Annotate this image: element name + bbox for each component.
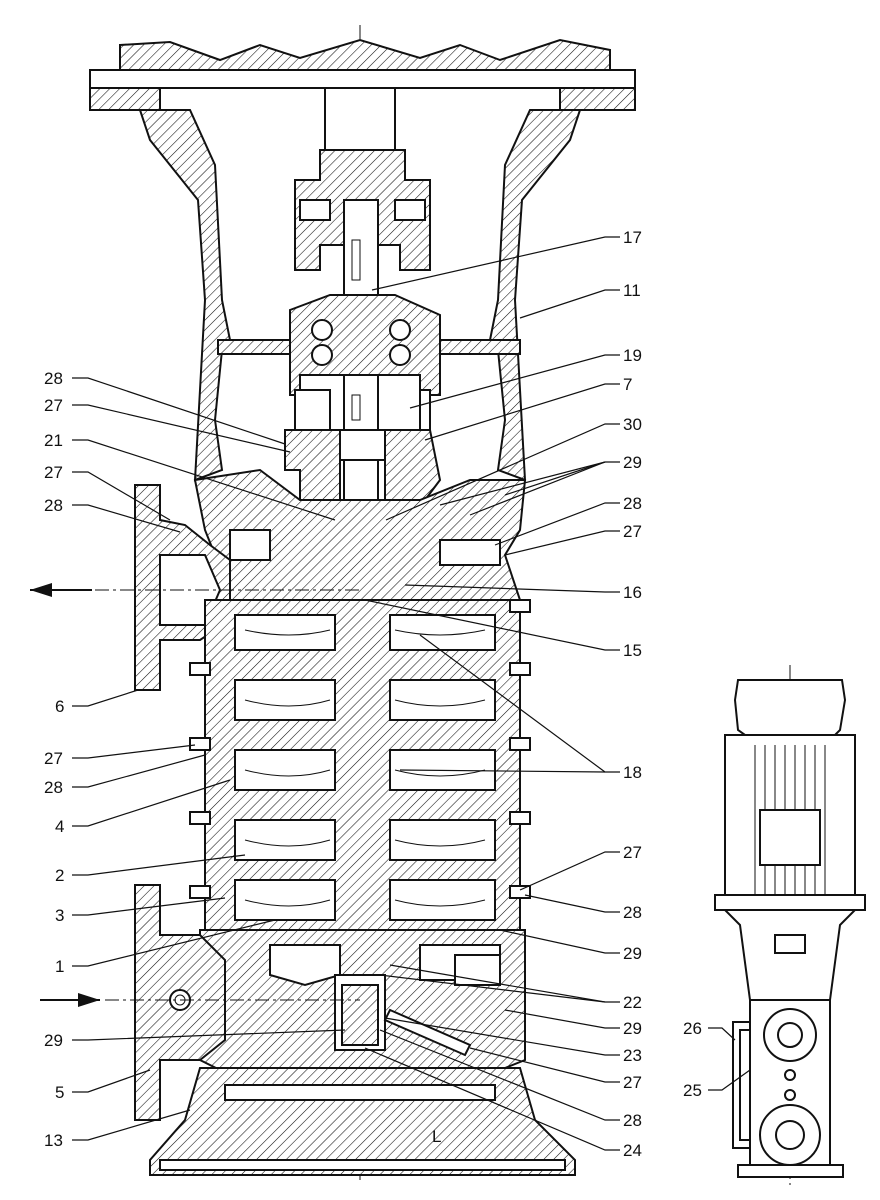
callout-27: 27 xyxy=(44,396,63,415)
side-bypass-pipe xyxy=(739,1029,750,1141)
side-view xyxy=(714,665,866,1185)
side-lantern xyxy=(722,909,858,1001)
callout-29: 29 xyxy=(623,944,642,963)
callout-21: 21 xyxy=(44,431,63,450)
callout-28: 28 xyxy=(623,1111,642,1130)
callout-2: 2 xyxy=(55,866,64,885)
callout-27: 27 xyxy=(44,463,63,482)
discharge-flow-arrow xyxy=(30,583,360,597)
callout-27: 27 xyxy=(623,1073,642,1092)
callout-29: 29 xyxy=(44,1031,63,1050)
callout-28: 28 xyxy=(623,903,642,922)
flange-plate xyxy=(89,69,636,89)
callout-30: 30 xyxy=(623,415,642,434)
callout-26: 26 xyxy=(683,1019,702,1038)
main-section-view: L xyxy=(30,25,636,1180)
side-base xyxy=(737,1164,844,1178)
callout-6: 6 xyxy=(55,697,64,716)
callout-3: 3 xyxy=(55,906,64,925)
callout-28: 28 xyxy=(44,369,63,388)
callout-27: 27 xyxy=(623,522,642,541)
callout-25: 25 xyxy=(683,1081,702,1100)
callout-7: 7 xyxy=(623,375,632,394)
callout-24: 24 xyxy=(623,1141,642,1160)
callout-29: 29 xyxy=(623,453,642,472)
callout-27: 27 xyxy=(44,749,63,768)
motor-stool-right-wall xyxy=(488,109,582,482)
callout-28: 28 xyxy=(44,778,63,797)
callout-11: 11 xyxy=(623,281,641,300)
callout-19: 19 xyxy=(623,346,642,365)
callout-29: 29 xyxy=(623,1019,642,1038)
callout-13: 13 xyxy=(44,1131,63,1150)
callout-4: 4 xyxy=(55,817,64,836)
callout-17: 17 xyxy=(623,228,642,247)
side-motor-flange xyxy=(714,894,866,911)
callout-5: 5 xyxy=(55,1083,64,1102)
motor-fan-cover xyxy=(733,679,847,736)
pump-stages xyxy=(189,599,531,941)
suction-flow-arrow xyxy=(40,993,360,1007)
leader-lines xyxy=(72,236,751,1151)
callout-27: 27 xyxy=(623,843,642,862)
callout-18: 18 xyxy=(623,763,642,782)
callout-28: 28 xyxy=(44,496,63,515)
base-mark: L xyxy=(432,1127,441,1146)
callout-1: 1 xyxy=(55,957,64,976)
motor-stool-left-wall xyxy=(138,109,232,482)
callout-23: 23 xyxy=(623,1046,642,1065)
callout-labels: 28 27 21 27 28 6 27 28 4 2 3 1 29 5 13 1… xyxy=(44,228,702,1160)
callout-15: 15 xyxy=(623,641,642,660)
callout-28: 28 xyxy=(623,494,642,513)
callout-16: 16 xyxy=(623,583,642,602)
callout-22: 22 xyxy=(623,993,642,1012)
